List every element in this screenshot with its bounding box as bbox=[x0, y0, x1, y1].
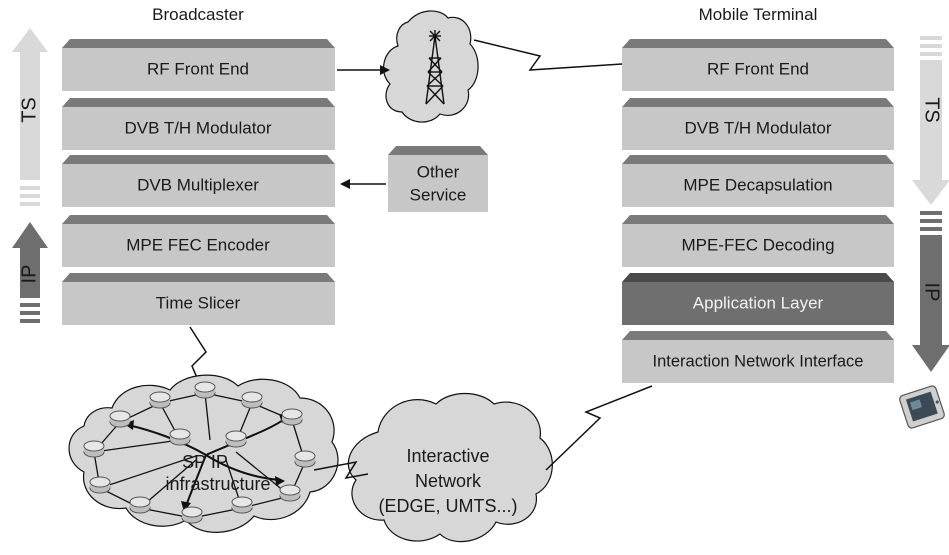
right-ts-arrow bbox=[912, 60, 949, 205]
broadcaster-block: MPE FEC Encoder bbox=[62, 215, 335, 267]
terminal-block: DVB T/H Modulator bbox=[622, 98, 894, 150]
broadcaster-title: Broadcaster bbox=[152, 5, 244, 24]
broadcaster-block: RF Front End bbox=[62, 39, 335, 91]
right-ts-label: TS bbox=[921, 97, 943, 123]
terminal-block: Application Layer bbox=[622, 273, 894, 325]
router-icon bbox=[194, 381, 216, 399]
broadcaster-block-label: RF Front End bbox=[147, 59, 249, 78]
terminal-block-label: MPE-FEC Decoding bbox=[681, 235, 834, 254]
terminal-block-label: MPE Decapsulation bbox=[683, 175, 832, 194]
router-icon bbox=[181, 506, 203, 524]
right-ip-dash bbox=[920, 219, 942, 223]
other-service-line1: Other bbox=[417, 162, 460, 181]
router-arrows bbox=[127, 417, 287, 507]
router-icon bbox=[169, 428, 191, 446]
right-ip-arrow bbox=[912, 235, 949, 372]
other-service-box: Other Service bbox=[388, 146, 488, 212]
broadcaster-block-label: Time Slicer bbox=[156, 293, 241, 312]
broadcaster-block: Time Slicer bbox=[62, 273, 335, 325]
terminal-block-label: RF Front End bbox=[707, 59, 809, 78]
interactive-to-terminal-link bbox=[545, 385, 653, 471]
right-ip-label: IP bbox=[921, 283, 943, 302]
terminal-block: MPE Decapsulation bbox=[622, 155, 894, 207]
broadcaster-stack: Broadcaster RF Front End DVB T/H Modulat… bbox=[62, 5, 335, 325]
router-icon bbox=[149, 391, 171, 409]
other-service-arrow bbox=[340, 179, 386, 189]
terminal-block-label: DVB T/H Modulator bbox=[684, 118, 831, 137]
router-icon bbox=[89, 476, 111, 494]
broadcaster-block: DVB Multiplexer bbox=[62, 155, 335, 207]
terminal-block-label: Interaction Network Interface bbox=[653, 352, 864, 370]
right-ts-dash bbox=[920, 44, 942, 48]
left-ts-label: TS bbox=[18, 97, 40, 123]
right-ts-dash bbox=[920, 52, 942, 56]
left-ts-dash bbox=[20, 186, 40, 190]
sp-to-interactive-link bbox=[313, 460, 369, 480]
mobile-device-icon bbox=[899, 385, 945, 429]
router-icon bbox=[241, 391, 263, 409]
left-ts-arrow bbox=[12, 28, 48, 180]
interactive-cloud-line1: Interactive bbox=[406, 446, 489, 466]
terminal-block: MPE-FEC Decoding bbox=[622, 215, 894, 267]
broadcaster-block: DVB T/H Modulator bbox=[62, 98, 335, 150]
broadcaster-block-label: DVB Multiplexer bbox=[137, 175, 259, 194]
right-ts-dash bbox=[920, 36, 942, 40]
interactive-network-cloud: Interactive Network (EDGE, UMTS...) bbox=[347, 393, 553, 543]
router-icon bbox=[279, 484, 301, 502]
router-icon bbox=[225, 430, 247, 448]
router-icon bbox=[231, 496, 253, 514]
router-icon bbox=[109, 410, 131, 428]
left-ts-dash bbox=[20, 202, 40, 206]
other-service-line2: Service bbox=[410, 185, 467, 204]
terminal-stack: Mobile Terminal RF Front End DVB T/H Mod… bbox=[622, 5, 894, 383]
terminal-block-label: Application Layer bbox=[693, 293, 824, 312]
left-ts-dash bbox=[20, 194, 40, 198]
left-ip-label: IP bbox=[18, 265, 40, 284]
terminal-title: Mobile Terminal bbox=[699, 5, 818, 24]
terminal-block: Interaction Network Interface bbox=[622, 331, 894, 383]
terminal-block: RF Front End bbox=[622, 39, 894, 91]
sp-cloud-line2: infrastructure bbox=[165, 474, 270, 494]
sp-ip-cloud: SP IP infrastructure bbox=[68, 374, 339, 533]
left-ip-dash bbox=[20, 319, 40, 323]
right-ip-dash bbox=[920, 211, 942, 215]
left-ts-ip-arrow: TS IP bbox=[12, 28, 48, 323]
router-icon bbox=[294, 450, 316, 468]
broadcaster-block-label: MPE FEC Encoder bbox=[126, 235, 270, 254]
interactive-cloud-line2: Network bbox=[415, 471, 482, 491]
broadcast-tower-icon bbox=[425, 30, 445, 105]
interactive-cloud-line3: (EDGE, UMTS...) bbox=[379, 496, 518, 516]
left-ip-dash bbox=[20, 303, 40, 307]
right-ts-ip-arrow: TS IP bbox=[912, 36, 949, 372]
rf-to-antenna-arrow bbox=[337, 65, 390, 75]
sp-cloud-line1: SP IP bbox=[182, 452, 228, 472]
antenna-cloud bbox=[382, 10, 479, 123]
antenna-to-terminal-link bbox=[473, 39, 623, 71]
router-icon bbox=[281, 408, 303, 426]
left-ip-arrow bbox=[12, 222, 48, 298]
router-icon bbox=[129, 496, 151, 514]
router-icon bbox=[83, 440, 105, 458]
broadcaster-block-label: DVB T/H Modulator bbox=[124, 118, 271, 137]
right-ip-dash bbox=[920, 227, 942, 231]
left-ip-dash bbox=[20, 311, 40, 315]
